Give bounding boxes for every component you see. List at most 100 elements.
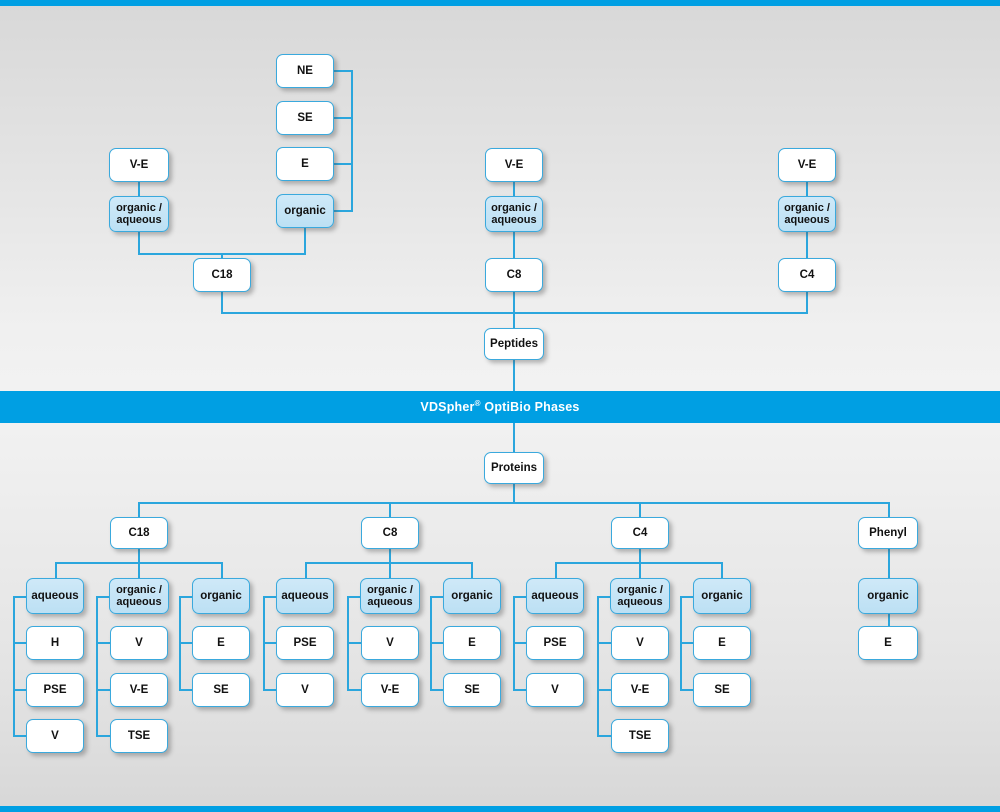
peptides-c18-group-organic[interactable]: organic xyxy=(276,194,334,228)
proteins-c4-group-aqueous[interactable]: aqueous xyxy=(526,578,584,614)
proteins-c4-group-organic-aqueous[interactable]: organic / aqueous xyxy=(610,578,670,614)
proteins-c8-aqueous-item-pse[interactable]: PSE xyxy=(276,626,334,660)
proteins-c8-group-organic-aqueous[interactable]: organic / aqueous xyxy=(360,578,420,614)
connector xyxy=(513,232,515,258)
proteins-c18-organic-aqueous-item-tse[interactable]: TSE xyxy=(110,719,168,753)
connector-bus xyxy=(351,70,353,212)
proteins-c8-group-aqueous[interactable]: aqueous xyxy=(276,578,334,614)
proteins-c18-organic-aqueous-item-ve[interactable]: V-E xyxy=(110,673,168,707)
proteins-c4-aqueous-item-pse[interactable]: PSE xyxy=(526,626,584,660)
connector xyxy=(138,232,140,254)
connector xyxy=(263,596,277,598)
connector xyxy=(555,562,722,564)
connector xyxy=(334,70,353,72)
proteins-c18-group-organic[interactable]: organic xyxy=(192,578,250,614)
connector xyxy=(806,292,808,313)
connector xyxy=(513,423,515,452)
proteins-c18-aqueous-item-v[interactable]: V xyxy=(26,719,84,753)
connector xyxy=(513,642,527,644)
connector xyxy=(179,596,193,598)
proteins-c18-group-aqueous[interactable]: aqueous xyxy=(26,578,84,614)
proteins-phenyl-group-organic[interactable]: organic xyxy=(858,578,918,614)
proteins-c8-group-organic[interactable]: organic xyxy=(443,578,501,614)
proteins-c8-aqueous-item-v[interactable]: V xyxy=(276,673,334,707)
proteins-phase-c18[interactable]: C18 xyxy=(110,517,168,549)
banner-rest: OptiBio Phases xyxy=(480,400,580,415)
connector xyxy=(597,735,611,737)
proteins-phase-phenyl[interactable]: Phenyl xyxy=(858,517,918,549)
proteins-c4-organic-aqueous-item-v[interactable]: V xyxy=(611,626,669,660)
connector xyxy=(334,210,353,212)
connector xyxy=(138,182,140,196)
proteins-phenyl-organic-item-e[interactable]: E xyxy=(858,626,918,660)
connector xyxy=(13,689,27,691)
connector xyxy=(513,182,515,196)
connector xyxy=(179,642,193,644)
connector xyxy=(513,689,527,691)
peptides-c8-group-organic-aqueous[interactable]: organic / aqueous xyxy=(485,196,543,232)
connector xyxy=(179,689,193,691)
peptides-phase-c18[interactable]: C18 xyxy=(193,258,251,292)
connector xyxy=(430,642,444,644)
peptides-c8-aqorg-parent-ve[interactable]: V-E xyxy=(485,148,543,182)
peptides-phase-c8[interactable]: C8 xyxy=(485,258,543,292)
peptides-c18-organic-parent-se[interactable]: SE xyxy=(276,101,334,135)
connector xyxy=(13,596,27,598)
connector xyxy=(639,549,641,563)
connector xyxy=(389,549,391,563)
proteins-c18-organic-aqueous-item-v[interactable]: V xyxy=(110,626,168,660)
connector xyxy=(513,484,515,503)
peptides-c4-aqorg-parent-ve[interactable]: V-E xyxy=(778,148,836,182)
connector xyxy=(513,312,515,328)
peptides-c18-aqorg-parent-ve[interactable]: V-E xyxy=(109,148,169,182)
connector xyxy=(347,689,361,691)
connector xyxy=(680,596,694,598)
proteins-phase-c4[interactable]: C4 xyxy=(611,517,669,549)
connector xyxy=(597,689,611,691)
connector xyxy=(639,502,641,517)
proteins-root[interactable]: Proteins xyxy=(484,452,544,484)
peptides-c18-organic-parent-ne[interactable]: NE xyxy=(276,54,334,88)
peptides-root[interactable]: Peptides xyxy=(484,328,544,360)
connector xyxy=(680,689,694,691)
proteins-c18-organic-item-se[interactable]: SE xyxy=(192,673,250,707)
proteins-c4-organic-aqueous-item-tse[interactable]: TSE xyxy=(611,719,669,753)
connector xyxy=(96,642,110,644)
proteins-phase-c8[interactable]: C8 xyxy=(361,517,419,549)
proteins-c4-organic-item-se[interactable]: SE xyxy=(693,673,751,707)
connector-bus xyxy=(13,596,15,736)
connector xyxy=(304,228,306,254)
proteins-c8-organic-aqueous-item-ve[interactable]: V-E xyxy=(361,673,419,707)
banner-brand: VDSpher xyxy=(420,400,475,415)
connector xyxy=(597,596,611,598)
peptides-c4-group-organic-aqueous[interactable]: organic / aqueous xyxy=(778,196,836,232)
connector xyxy=(96,735,110,737)
peptides-phase-c4[interactable]: C4 xyxy=(778,258,836,292)
connector xyxy=(888,502,890,517)
proteins-c4-organic-aqueous-item-ve[interactable]: V-E xyxy=(611,673,669,707)
connector xyxy=(221,292,223,313)
connector xyxy=(334,117,353,119)
proteins-c18-group-organic-aqueous[interactable]: organic / aqueous xyxy=(109,578,169,614)
proteins-c18-aqueous-item-h[interactable]: H xyxy=(26,626,84,660)
proteins-c4-group-organic[interactable]: organic xyxy=(693,578,751,614)
connector xyxy=(430,689,444,691)
proteins-c8-organic-item-e[interactable]: E xyxy=(443,626,501,660)
bottom-accent-bar xyxy=(0,806,1000,812)
connector xyxy=(513,360,515,391)
proteins-c18-aqueous-item-pse[interactable]: PSE xyxy=(26,673,84,707)
connector xyxy=(639,562,641,578)
connector xyxy=(597,642,611,644)
connector xyxy=(221,253,223,258)
peptides-c18-organic-parent-e[interactable]: E xyxy=(276,147,334,181)
proteins-c18-organic-item-e[interactable]: E xyxy=(192,626,250,660)
connector-bus xyxy=(96,596,98,736)
connector xyxy=(806,232,808,258)
proteins-c8-organic-aqueous-item-v[interactable]: V xyxy=(361,626,419,660)
proteins-c4-organic-item-e[interactable]: E xyxy=(693,626,751,660)
proteins-c4-aqueous-item-v[interactable]: V xyxy=(526,673,584,707)
proteins-c8-organic-item-se[interactable]: SE xyxy=(443,673,501,707)
peptides-c18-group-organic-aqueous[interactable]: organic / aqueous xyxy=(109,196,169,232)
section-banner: VDSpher® OptiBio Phases xyxy=(0,391,1000,423)
